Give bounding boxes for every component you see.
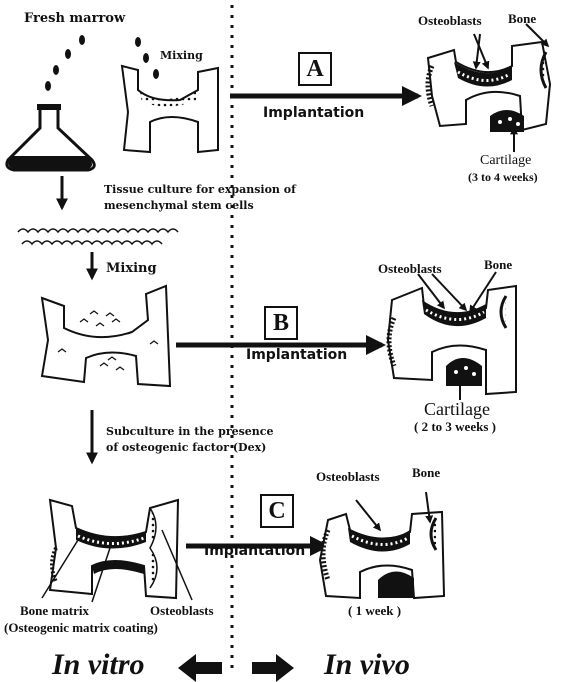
arrow-right-icon (252, 654, 294, 682)
implant-c-scaffold (320, 512, 444, 598)
panel-a-box: A (298, 52, 332, 86)
arrow-left-icon (178, 654, 222, 682)
mixing-top-label: Mixing (160, 50, 203, 61)
osteoblasts-left-label: Osteoblasts (150, 604, 214, 617)
cartilage-b-label: Cartilage (424, 400, 490, 418)
subculture-label-2: of osteogenic factor (Dex) (106, 442, 266, 453)
tissue-culture-label-2: mesenchymal stem cells (104, 200, 254, 211)
mixing-mid-label: Mixing (106, 262, 157, 275)
panel-c-box: C (260, 494, 294, 528)
cartilage-a-label: Cartilage (480, 154, 531, 168)
osteogenic-matrix-coating-label: (Osteogenic matrix coating) (4, 621, 158, 634)
tissue-culture-label-1: Tissue culture for expansion of (104, 184, 296, 195)
bone-a-label: Bone (508, 12, 536, 25)
osteoblasts-a-label: Osteoblasts (418, 14, 482, 27)
in-vitro-label: In vitro (52, 650, 145, 680)
duration-b-label: ( 2 to 3 weeks ) (414, 420, 496, 433)
implantation-a-label: Implantation (263, 106, 364, 120)
scaffold-mixing-top (122, 66, 218, 152)
scaffold-mixing-mid (42, 286, 170, 386)
scaffold-osteogenic (50, 500, 178, 598)
implant-a-scaffold (428, 42, 550, 132)
implant-b-scaffold (388, 286, 516, 394)
in-vivo-label: In vivo (324, 650, 410, 680)
duration-a-label: (3 to 4 weeks) (468, 171, 538, 183)
implantation-b-label: Implantation (246, 348, 347, 362)
bone-c-label: Bone (412, 466, 440, 479)
flask-icon (7, 104, 94, 170)
implantation-c-label: Implantation (204, 544, 305, 558)
marrow-drops-icon (45, 35, 159, 91)
bone-matrix-label: Bone matrix (20, 604, 89, 617)
osteoblasts-b-label: Osteoblasts (378, 262, 442, 275)
subculture-label-1: Subculture in the presence (106, 426, 274, 437)
panel-b-box: B (264, 306, 298, 340)
cultured-cells-icon (18, 229, 178, 244)
osteoblasts-c-label: Osteoblasts (316, 470, 380, 483)
fresh-marrow-label: Fresh marrow (24, 12, 125, 25)
duration-c-label: ( 1 week ) (348, 604, 401, 617)
bone-b-label: Bone (484, 258, 512, 271)
